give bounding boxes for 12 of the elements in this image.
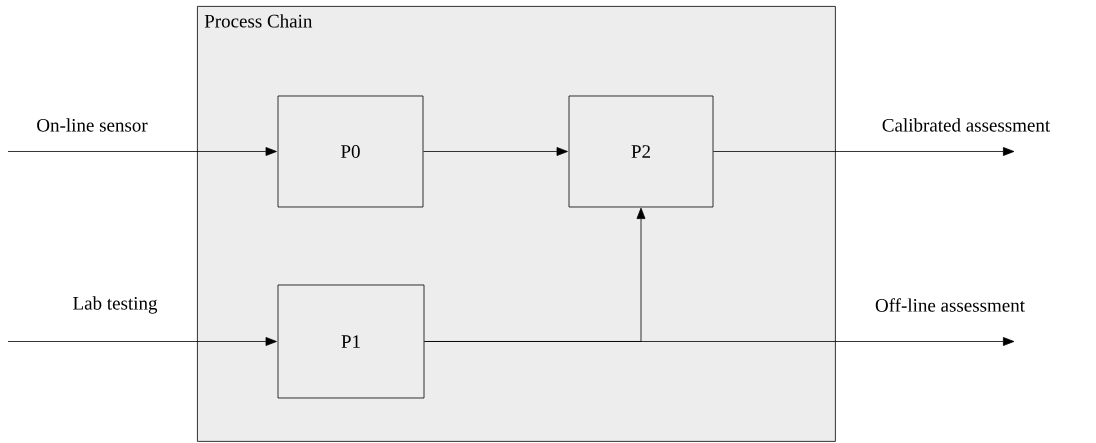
arrow	[423, 147, 568, 156]
edge-label: Off-line assessment	[875, 298, 1025, 312]
arrow	[424, 207, 646, 342]
edge-label: Calibrated assessment	[882, 118, 1051, 132]
edge-label: Lab testing	[73, 296, 158, 314]
process-box: P0	[277, 95, 424, 208]
process-box: P1	[277, 284, 425, 399]
arrow	[713, 147, 1015, 156]
arrow	[7, 337, 277, 346]
edge-label: On-line sensor	[37, 118, 148, 132]
arrow	[7, 147, 277, 156]
process-box: P2	[568, 95, 714, 208]
